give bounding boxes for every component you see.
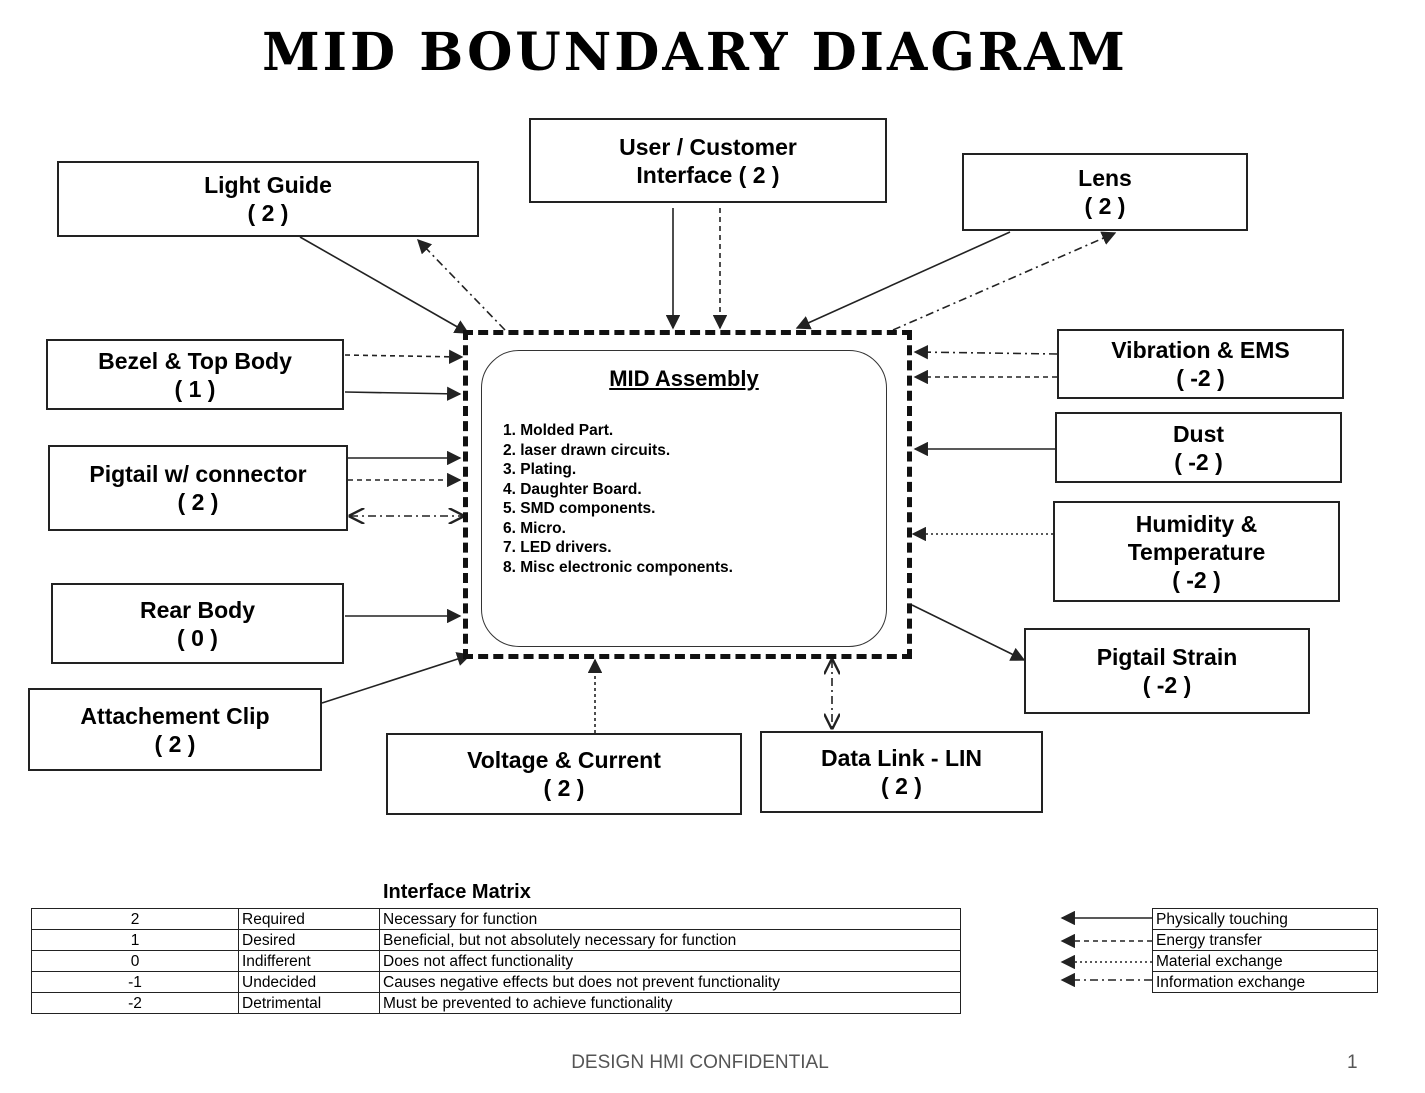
box-score: ( -2 ): [1174, 448, 1223, 475]
matrix-value: 1: [31, 929, 239, 951]
box-label: Vibration & EMS: [1111, 337, 1290, 363]
box-score: ( -2 ): [1142, 672, 1192, 698]
mid-assembly-title: MID Assembly: [609, 366, 759, 391]
box-label: Light Guide: [204, 172, 332, 198]
matrix-level: Indifferent: [238, 950, 380, 972]
box-label: Humidity &: [1135, 510, 1258, 537]
box-rear-body: Rear Body ( 0 ): [51, 583, 344, 664]
matrix-level: Desired: [238, 929, 380, 951]
box-score: ( 0 ): [177, 624, 218, 651]
box-data-link-lin: Data Link - LIN ( 2 ): [760, 731, 1043, 813]
matrix-description: Does not affect functionality: [379, 950, 961, 972]
table-row: 0 Indifferent Does not affect functional…: [31, 950, 961, 972]
arrow-vibration-info: [913, 344, 1058, 360]
mid-assembly-list: 1. Molded Part. 2. laser drawn circuits.…: [503, 421, 733, 577]
box-vibration-ems: Vibration & EMS ( -2 ): [1057, 329, 1344, 399]
table-row: 2 Required Necessary for function: [31, 908, 961, 930]
box-label: Dust: [1172, 420, 1225, 447]
mid-item: 6. Micro.: [503, 519, 566, 537]
box-label: User / Customer: [619, 133, 797, 160]
box-voltage-current: Voltage & Current ( 2 ): [386, 733, 742, 815]
legend-table: Physically touching Energy transfer Mate…: [1152, 908, 1378, 993]
table-row: -1 Undecided Causes negative effects but…: [31, 971, 961, 993]
mid-item: 7. LED drivers.: [503, 539, 612, 556]
legend-row: Information exchange: [1152, 971, 1378, 993]
box-dust: Dust ( -2 ): [1055, 412, 1342, 483]
box-label: Pigtail w/ connector: [89, 461, 307, 487]
box-score: ( 2 ): [154, 730, 196, 757]
matrix-value: -2: [31, 992, 239, 1014]
matrix-description: Beneficial, but not absolutely necessary…: [379, 929, 961, 951]
legend-row: Material exchange: [1152, 950, 1378, 972]
matrix-description: Causes negative effects but does not pre…: [379, 971, 961, 993]
box-score: ( -2 ): [1172, 566, 1221, 593]
arrow-strain-physical: [911, 604, 1026, 661]
matrix-level: Required: [238, 908, 380, 930]
box-bezel-top-body: Bezel & Top Body ( 1 ): [46, 339, 344, 410]
box-pigtail-connector: Pigtail w/ connector ( 2 ): [48, 445, 348, 531]
box-label: Temperature: [1127, 538, 1266, 565]
box-score: ( 1 ): [174, 375, 216, 402]
arrow-lens-info: [892, 231, 1117, 331]
box-user-customer-interface: User / Customer Interface ( 2 ): [529, 118, 887, 203]
table-row: -2 Detrimental Must be prevented to achi…: [31, 992, 961, 1014]
table-row: 1 Desired Beneficial, but not absolutely…: [31, 929, 961, 951]
matrix-value: -1: [31, 971, 239, 993]
mid-item: 5. SMD components.: [503, 500, 656, 517]
mid-item: 3. Plating.: [503, 461, 577, 478]
arrow-bezel-physical: [344, 386, 462, 401]
mid-assembly-box: [481, 350, 887, 647]
page-number: 1: [1347, 1052, 1358, 1073]
legend-row: Physically touching: [1152, 908, 1378, 930]
box-score: ( 2 ): [543, 775, 585, 801]
box-label: Bezel & Top Body: [98, 347, 292, 374]
box-label: Voltage & Current: [467, 747, 661, 773]
legend-label: Energy transfer: [1152, 929, 1378, 951]
box-label: Pigtail Strain: [1096, 644, 1238, 670]
mid-item: 2. laser drawn circuits.: [503, 441, 671, 459]
box-score: Interface ( 2 ): [636, 161, 780, 188]
box-label: Rear Body: [139, 596, 256, 623]
box-humidity-temperature: Humidity & Temperature ( -2 ): [1053, 501, 1340, 602]
matrix-value: 0: [31, 950, 239, 972]
matrix-description: Necessary for function: [379, 908, 961, 930]
page-title: MID BOUNDARY DIAGRAM: [262, 22, 1128, 83]
legend-label: Material exchange: [1152, 950, 1378, 972]
box-score: ( 2 ): [1084, 193, 1126, 219]
matrix-level: Detrimental: [238, 992, 380, 1014]
arrow-light-guide-info: [416, 238, 506, 331]
box-label: Lens: [1078, 165, 1132, 191]
box-score: ( 2 ): [881, 773, 922, 799]
box-pigtail-strain: Pigtail Strain ( -2 ): [1024, 628, 1310, 714]
arrow-light-guide-physical: [299, 236, 470, 334]
matrix-level: Undecided: [238, 971, 380, 993]
interface-matrix-title: Interface Matrix: [383, 881, 531, 903]
mid-item: 8. Misc electronic components.: [503, 558, 733, 576]
footer-confidential: DESIGN HMI CONFIDENTIAL: [571, 1052, 829, 1073]
box-score: ( 2 ): [247, 200, 289, 226]
arrow-clip-physical: [321, 652, 472, 704]
box-score: ( -2 ): [1176, 365, 1225, 391]
box-label: Attachement Clip: [80, 702, 270, 729]
box-lens: Lens ( 2 ): [962, 153, 1248, 231]
interface-matrix-table: 2 Required Necessary for function 1 Desi…: [31, 908, 961, 1014]
box-light-guide: Light Guide ( 2 ): [57, 161, 479, 237]
legend-row: Energy transfer: [1152, 929, 1378, 951]
matrix-description: Must be prevented to achieve functionali…: [379, 992, 961, 1014]
arrow-lens-physical: [795, 231, 1011, 330]
matrix-value: 2: [31, 908, 239, 930]
mid-item: 1. Molded Part.: [503, 422, 614, 439]
mid-boundary: [463, 330, 912, 659]
box-label: Data Link - LIN: [820, 745, 982, 771]
legend-label: Physically touching: [1152, 908, 1378, 930]
mid-item: 4. Daughter Board.: [503, 480, 642, 498]
legend-label: Information exchange: [1152, 971, 1378, 993]
box-score: ( 2 ): [177, 489, 219, 515]
arrow-bezel-energy: [344, 349, 464, 364]
box-attachment-clip: Attachement Clip ( 2 ): [28, 688, 322, 771]
